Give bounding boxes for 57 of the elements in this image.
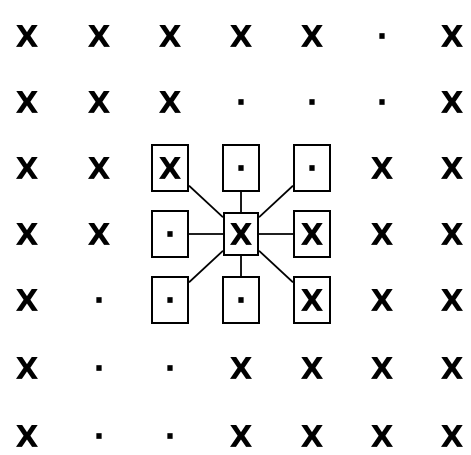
grid-symbol: X — [88, 91, 110, 113]
grid-symbol: . — [167, 433, 173, 439]
grid-cell-box: X — [293, 210, 331, 258]
grid-cell-box: . — [222, 144, 260, 192]
grid-symbol: X — [230, 425, 252, 447]
grid-symbol: X — [16, 357, 38, 379]
connector-line — [258, 250, 294, 283]
grid-symbol: X — [16, 223, 38, 245]
grid-symbol: X — [441, 289, 463, 311]
grid-symbol: . — [309, 99, 315, 105]
connector-line — [240, 192, 242, 212]
grid-symbol: X — [88, 157, 110, 179]
grid-symbol: X — [230, 357, 252, 379]
connector-line — [188, 250, 224, 283]
grid-cell-box: . — [222, 276, 260, 324]
grid-cell-box: . — [293, 144, 331, 192]
grid-symbol: X — [371, 425, 393, 447]
grid-symbol: X — [16, 157, 38, 179]
grid-symbol: . — [379, 99, 385, 105]
connector-line — [240, 256, 242, 276]
grid-symbol: . — [96, 365, 102, 371]
connector-line — [259, 233, 293, 235]
grid-symbol: X — [16, 425, 38, 447]
grid-symbol: X — [16, 289, 38, 311]
grid-symbol: X — [371, 223, 393, 245]
grid-symbol: X — [16, 91, 38, 113]
grid-symbol: . — [379, 33, 385, 39]
connector-line — [258, 185, 294, 218]
grid-cell-box: X — [223, 212, 259, 256]
connector-line — [189, 233, 223, 235]
grid-symbol: X — [230, 25, 252, 47]
grid-symbol: X — [16, 25, 38, 47]
grid-symbol: X — [441, 25, 463, 47]
grid-symbol: X — [371, 357, 393, 379]
grid-cell-box: X — [293, 276, 331, 324]
grid-symbol: X — [371, 157, 393, 179]
grid-symbol: X — [88, 25, 110, 47]
grid-symbol: . — [167, 365, 173, 371]
grid-symbol: X — [441, 425, 463, 447]
grid-symbol: X — [159, 25, 181, 47]
grid-symbol: X — [88, 223, 110, 245]
grid-symbol: . — [238, 99, 244, 105]
grid-symbol: . — [96, 433, 102, 439]
connector-line — [188, 185, 224, 218]
grid-symbol: X — [301, 357, 323, 379]
grid-symbol: . — [96, 297, 102, 303]
grid-symbol: X — [301, 425, 323, 447]
grid-cell-box: X — [151, 144, 189, 192]
grid-symbol: X — [441, 223, 463, 245]
grid-symbol: X — [159, 91, 181, 113]
grid-symbol: X — [371, 289, 393, 311]
grid-symbol: X — [301, 25, 323, 47]
grid-cell-box: . — [151, 276, 189, 324]
grid-symbol: X — [441, 357, 463, 379]
grid-cell-box: . — [151, 210, 189, 258]
grid-symbol: X — [441, 91, 463, 113]
grid-symbol: X — [441, 157, 463, 179]
